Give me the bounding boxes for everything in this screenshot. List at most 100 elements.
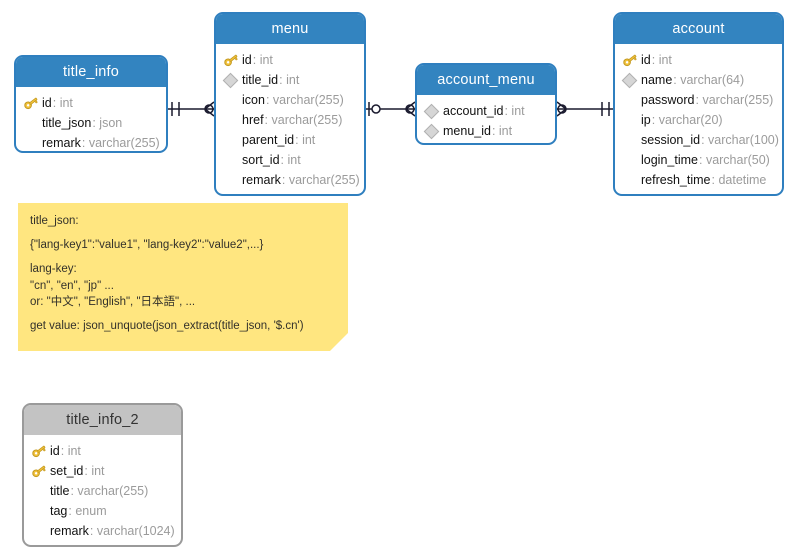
field-type-text: int: [658, 53, 672, 67]
field-type-text: json: [99, 116, 123, 130]
field-indent: [22, 135, 42, 151]
field-type-text: int: [259, 53, 273, 67]
field-type-text: int: [287, 153, 301, 167]
field-name: password: [641, 93, 695, 107]
field-name: sort_id: [242, 153, 280, 167]
field-row[interactable]: title_json: json: [16, 113, 166, 133]
field-type-text: varchar(100): [708, 133, 779, 147]
field-row[interactable]: ip: varchar(20): [615, 110, 782, 130]
field-type: : varchar(255): [281, 173, 360, 187]
field-indent: [621, 112, 641, 128]
field-type: : varchar(255): [264, 113, 343, 127]
sticky-note-line: get value: json_unquote(json_extract(tit…: [30, 320, 304, 333]
sticky-note-line: "cn", "en", "jp" ...: [30, 279, 114, 292]
field-name: ip: [641, 113, 651, 127]
field-row[interactable]: set_id: int: [24, 461, 181, 481]
field-name: set_id: [50, 464, 84, 478]
field-row[interactable]: id: int: [216, 50, 364, 70]
field-name: href: [242, 113, 264, 127]
field-type-text: int: [498, 124, 513, 138]
field-name: title: [50, 484, 70, 498]
field-name: id: [50, 444, 60, 458]
field-row[interactable]: icon: varchar(255): [216, 90, 364, 110]
field-indent: [30, 503, 50, 519]
field-name: parent_id: [242, 133, 295, 147]
field-row[interactable]: id: int: [615, 50, 782, 70]
field-indent: [30, 523, 50, 539]
field-row[interactable]: remark: varchar(255): [16, 133, 166, 151]
field-name: id: [242, 53, 252, 67]
diamond-icon: [222, 72, 242, 89]
relationship-title_info-menu[interactable]: [168, 98, 215, 120]
field-type-text: int: [302, 133, 316, 147]
field-name: name: [641, 73, 673, 87]
key-icon: [222, 52, 242, 68]
field-name: refresh_time: [641, 173, 711, 187]
field-type: : int: [295, 133, 316, 147]
field-name: account_id: [443, 104, 504, 118]
field-name: id: [42, 96, 52, 110]
field-type: : int: [504, 104, 525, 118]
field-indent: [222, 172, 242, 188]
field-type: : varchar(255): [695, 93, 774, 107]
field-type-text: varchar(1024): [96, 524, 175, 538]
sticky-note-title-json[interactable]: title_json:{"lang-key1":"value1", "lang-…: [18, 203, 348, 351]
field-type: : int: [651, 53, 672, 67]
field-row[interactable]: href: varchar(255): [216, 110, 364, 130]
field-type-text: int: [511, 104, 525, 118]
field-row[interactable]: name: varchar(64): [615, 70, 782, 90]
field-type-text: int: [91, 464, 105, 478]
sticky-note-line: or: "中文", "English", "日本語", ...: [30, 295, 196, 308]
field-indent: [621, 172, 641, 188]
field-row[interactable]: tag: enum: [24, 501, 181, 521]
field-row[interactable]: remark: varchar(1024): [24, 521, 181, 541]
field-row[interactable]: parent_id: int: [216, 130, 364, 150]
entity-title-account: account: [615, 14, 782, 44]
field-row[interactable]: session_id: varchar(100): [615, 130, 782, 150]
field-type-text: int: [59, 96, 73, 110]
field-type: : varchar(64): [673, 73, 745, 87]
field-type: : datetime: [711, 173, 767, 187]
field-name: remark: [50, 524, 89, 538]
field-name: session_id: [641, 133, 701, 147]
field-type-text: varchar(255): [271, 113, 343, 127]
relationship-menu-account_menu[interactable]: [366, 98, 416, 120]
field-type: : varchar(255): [70, 484, 149, 498]
field-name: login_time: [641, 153, 698, 167]
diamond-icon: [423, 123, 443, 140]
field-name: remark: [242, 173, 281, 187]
field-row[interactable]: remark: varchar(255): [216, 170, 364, 190]
field-row[interactable]: login_time: varchar(50): [615, 150, 782, 170]
field-row[interactable]: password: varchar(255): [615, 90, 782, 110]
field-row[interactable]: menu_id: int: [417, 121, 555, 141]
field-row[interactable]: title: varchar(255): [24, 481, 181, 501]
field-indent: [222, 112, 242, 128]
field-type: : int: [252, 53, 273, 67]
field-row[interactable]: id: int: [24, 441, 181, 461]
field-indent: [222, 152, 242, 168]
field-type-text: varchar(50): [705, 153, 770, 167]
field-indent: [22, 115, 42, 131]
field-row[interactable]: title_id: int: [216, 70, 364, 90]
field-name: title_id: [242, 73, 279, 87]
field-row[interactable]: refresh_time: datetime: [615, 170, 782, 190]
sticky-note-body: title_json:{"lang-key1":"value1", "lang-…: [18, 203, 348, 333]
field-type-text: varchar(255): [272, 93, 344, 107]
diamond-icon: [621, 72, 641, 89]
field-type: : int: [60, 444, 81, 458]
field-row[interactable]: account_id: int: [417, 101, 555, 121]
field-name: remark: [42, 136, 81, 150]
relationship-account_menu-account[interactable]: [556, 98, 613, 120]
field-row[interactable]: sort_id: int: [216, 150, 364, 170]
field-row[interactable]: id: int: [16, 93, 166, 113]
key-icon: [621, 52, 641, 68]
